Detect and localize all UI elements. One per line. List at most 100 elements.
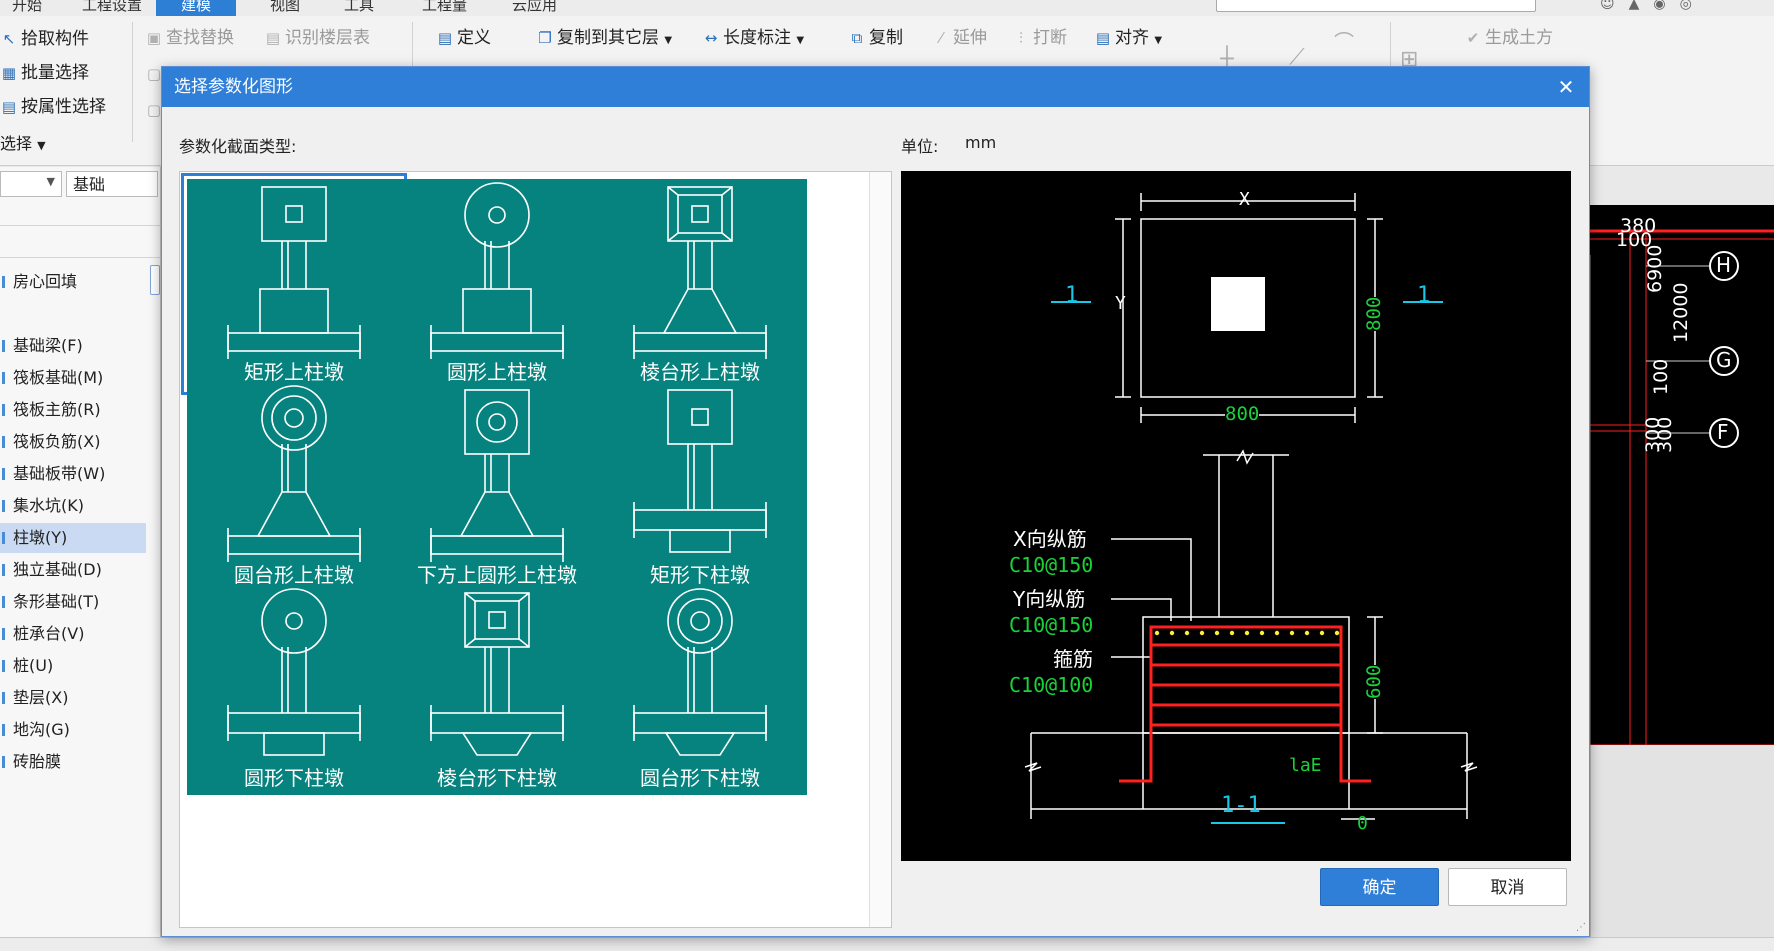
shape-tile[interactable]: 矩形下柱墩 [593,382,807,592]
line-tool-button[interactable]: ⟋ [1288,44,1309,72]
identify-floor-table-button[interactable]: ▤识别楼层表 [264,24,370,52]
divider [0,225,161,226]
shape-tile[interactable]: 圆台形上柱墩 [187,382,401,592]
section-title: 1-1 [1221,793,1261,818]
gallery-scrollbar[interactable] [869,172,891,927]
close-icon[interactable]: ✕ [1557,75,1575,99]
grid-icon: ▢ [146,101,162,119]
tree-item[interactable]: 桩承台(V) [0,619,146,649]
menu-view[interactable]: 视图 [270,0,301,14]
axis-label-h: H [1716,253,1732,277]
chevron-down-icon: ▼ [37,139,46,152]
floor-name-field[interactable]: 基础 [66,171,158,197]
align-button[interactable]: ▤对齐 ▼ [1094,24,1162,52]
help-icon[interactable]: ◎ [1679,0,1706,12]
define-button[interactable]: ▤定义 [436,24,491,52]
shape-diagram [227,385,361,562]
tree-item[interactable]: 筏板主筋(R) [0,395,146,425]
tree-item[interactable]: 条形基础(T) [0,587,146,617]
shape-diagram [633,588,767,756]
shape-tile[interactable]: 下方上圆形上柱墩 [390,382,604,592]
resize-grip-icon[interactable]: ⋰ [1576,922,1586,933]
tree-item[interactable]: 筏板基础(M) [0,363,146,393]
point-tool-button[interactable]: ┼ [1218,46,1239,74]
status-bar [0,937,1774,951]
menu-cloud-apps[interactable]: 云应用 [512,0,558,14]
select-group-dropdown[interactable]: 选择 ▼ [0,134,46,153]
cad-dim-text: 100 [1616,229,1653,251]
find-replace-icon: ▣ [146,29,162,47]
tree-item[interactable]: 柱墩(Y) [0,523,146,553]
globe-icon[interactable]: ◉ [1653,0,1680,12]
ribbon-small-icon-2[interactable]: ▢ [145,96,166,124]
generate-earthwork-button[interactable]: ✔生成土方 [1464,24,1553,52]
tree-item[interactable]: 房心回填 [0,267,146,297]
define-icon: ▤ [437,29,453,47]
copy-icon: ⧉ [851,29,863,47]
tree-item[interactable]: 集水坑(K) [0,491,146,521]
shape-tile-label: 圆形上柱墩 [447,360,547,384]
shape-tile[interactable]: 棱台形上柱墩 [593,179,807,389]
shape-gallery: 矩形上柱墩圆形上柱墩 棱台形上柱墩圆台形上柱墩下方上圆形上柱墩矩形下柱墩圆形下柱墩… [179,171,892,928]
copy-button[interactable]: ⧉复制 [848,24,903,52]
tree-item[interactable]: 独立基础(D) [0,555,146,585]
cad-dim-text: 12000 [1670,282,1692,343]
tree-item[interactable]: 桩(U) [0,651,146,681]
cancel-button[interactable]: 取消 [1448,868,1567,906]
break-icon: ⫶ [1019,29,1023,47]
find-replace-button[interactable]: ▣查找替换 [145,24,234,52]
shape-tile[interactable]: 棱台形下柱墩 [390,585,604,795]
menu-modeling[interactable]: 建模 [156,0,236,16]
dim-width-label: 800 [1225,403,1260,425]
pick-component-button[interactable]: ↖拾取构件 [0,25,89,53]
account-icon[interactable]: ☺ [1600,0,1629,12]
dialog-title: 选择参数化图形 [162,67,1589,107]
tree-item[interactable]: 砖胎膜 [0,747,146,777]
dim-y-label: Y [1115,293,1126,314]
tree-item[interactable]: 筏板负筋(X) [0,427,146,457]
cad-canvas-background[interactable]: H G F 380 100 6900 12000 100 300 300 [1590,205,1774,937]
menu-start[interactable]: 开始 [12,0,43,14]
chevron-down-icon: ▼ [46,175,55,188]
shape-tile[interactable]: 圆形上柱墩 [390,179,604,389]
chevron-down-icon: ▼ [664,35,673,46]
ribbon-small-icon-1[interactable]: ▢ [145,60,166,88]
tree-item[interactable]: 地沟(G) [0,715,146,745]
tree-collapse-handle[interactable] [150,265,160,295]
search-input[interactable] [1216,0,1536,12]
tree-item[interactable]: 基础板带(W) [0,459,146,489]
x-rebar-value: C10@150 [1009,553,1094,577]
shape-tile-label: 圆形下柱墩 [244,766,344,790]
property-select-icon: ▤ [1,98,17,116]
tree-item[interactable]: 垫层(X) [0,683,146,713]
anchor-length-label: laE [1289,755,1322,776]
shape-tile[interactable]: 圆形下柱墩 [187,585,401,795]
select-by-property-button[interactable]: ▤按属性选择 [0,93,106,121]
shape-tile[interactable]: 圆台形下柱墩 [593,585,807,795]
shape-tile-label: 棱台形下柱墩 [437,766,557,790]
stirrup-label: 箍筋 [1053,647,1093,671]
shape-tile[interactable]: 矩形上柱墩 [181,173,407,395]
batch-select-button[interactable]: ▦批量选择 [0,59,89,87]
shape-tile-label: 圆台形下柱墩 [640,766,760,790]
break-button[interactable]: ⫶打断 [1012,24,1067,52]
menu-project-settings[interactable]: 工程设置 [82,0,143,14]
menu-quantities[interactable]: 工程量 [422,0,468,14]
extend-button[interactable]: ⁄延伸 [932,24,987,52]
section-type-label: 参数化截面类型: [179,137,297,156]
length-dimension-button[interactable]: ↔长度标注 ▼ [702,24,804,52]
section-mark-left: 1 [1065,283,1079,308]
ok-button[interactable]: 确定 [1320,868,1439,906]
menu-tools[interactable]: 工具 [344,0,375,14]
table-icon: ▤ [265,29,281,47]
floor-type-dropdown[interactable]: ▼ [0,171,62,197]
copy-to-other-floor-button[interactable]: ❐复制到其它层 ▼ [536,24,672,52]
grid-tool-button[interactable]: ⊞ [1400,46,1421,74]
copy-floor-icon: ❐ [538,29,552,47]
grid-icon: ▢ [146,65,162,83]
main-menu-bar: 开始 工程设置 建模 视图 工具 工程量 云应用 ☺▲◉◎ [0,0,1774,16]
arc-tool-button[interactable]: ⌒ [1334,28,1355,56]
shape-diagram [430,389,564,562]
tree-item[interactable]: 基础梁(F) [0,331,146,361]
bell-icon[interactable]: ▲ [1628,0,1654,12]
